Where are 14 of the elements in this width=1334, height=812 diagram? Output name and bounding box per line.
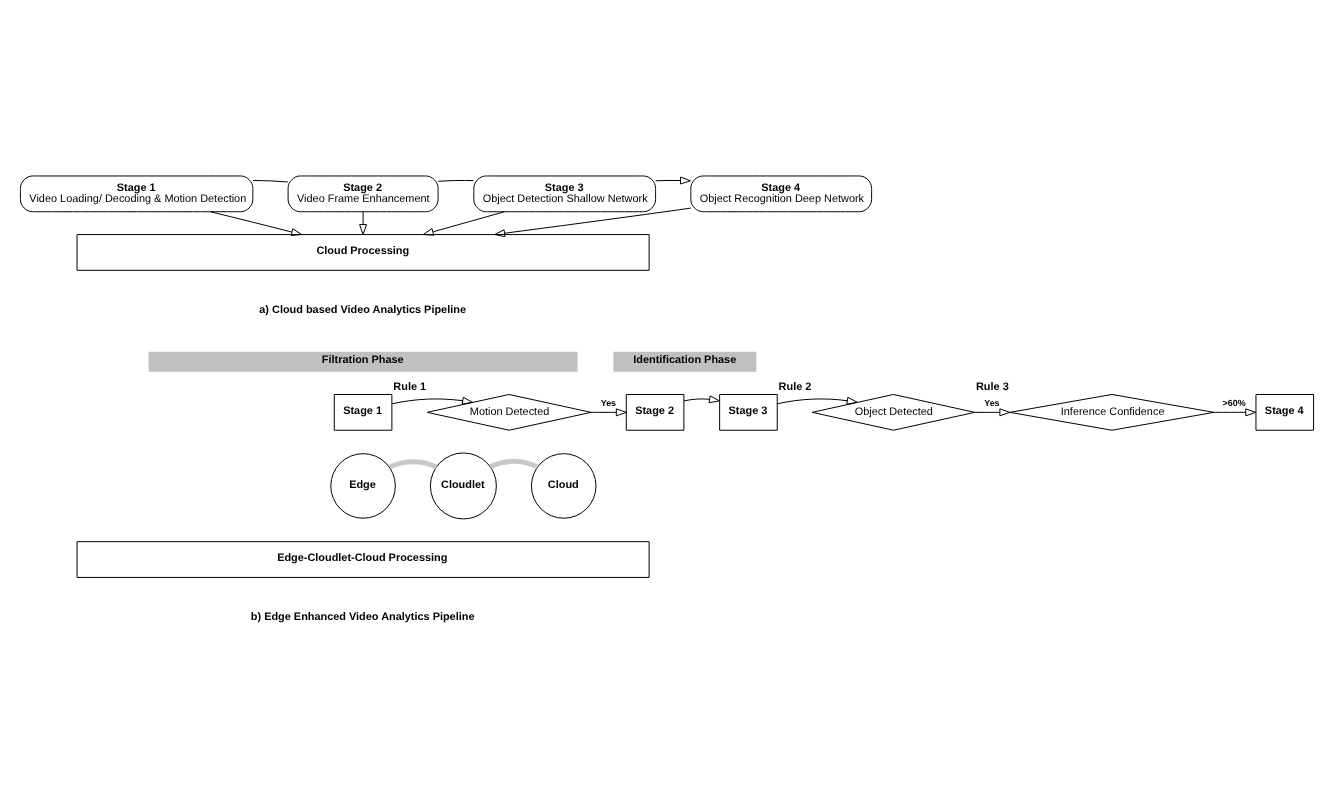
arrow — [359, 211, 368, 235]
arrow — [683, 395, 720, 404]
arrow — [391, 396, 474, 405]
arrow — [590, 408, 627, 417]
connector — [437, 179, 474, 182]
arrow — [1213, 408, 1257, 417]
connector — [489, 458, 539, 470]
connector — [388, 459, 438, 470]
arrow — [494, 207, 692, 238]
arrow — [776, 396, 858, 405]
arrow — [974, 408, 1011, 417]
arrow — [422, 211, 505, 236]
arrow — [655, 176, 691, 185]
connector — [252, 179, 289, 183]
